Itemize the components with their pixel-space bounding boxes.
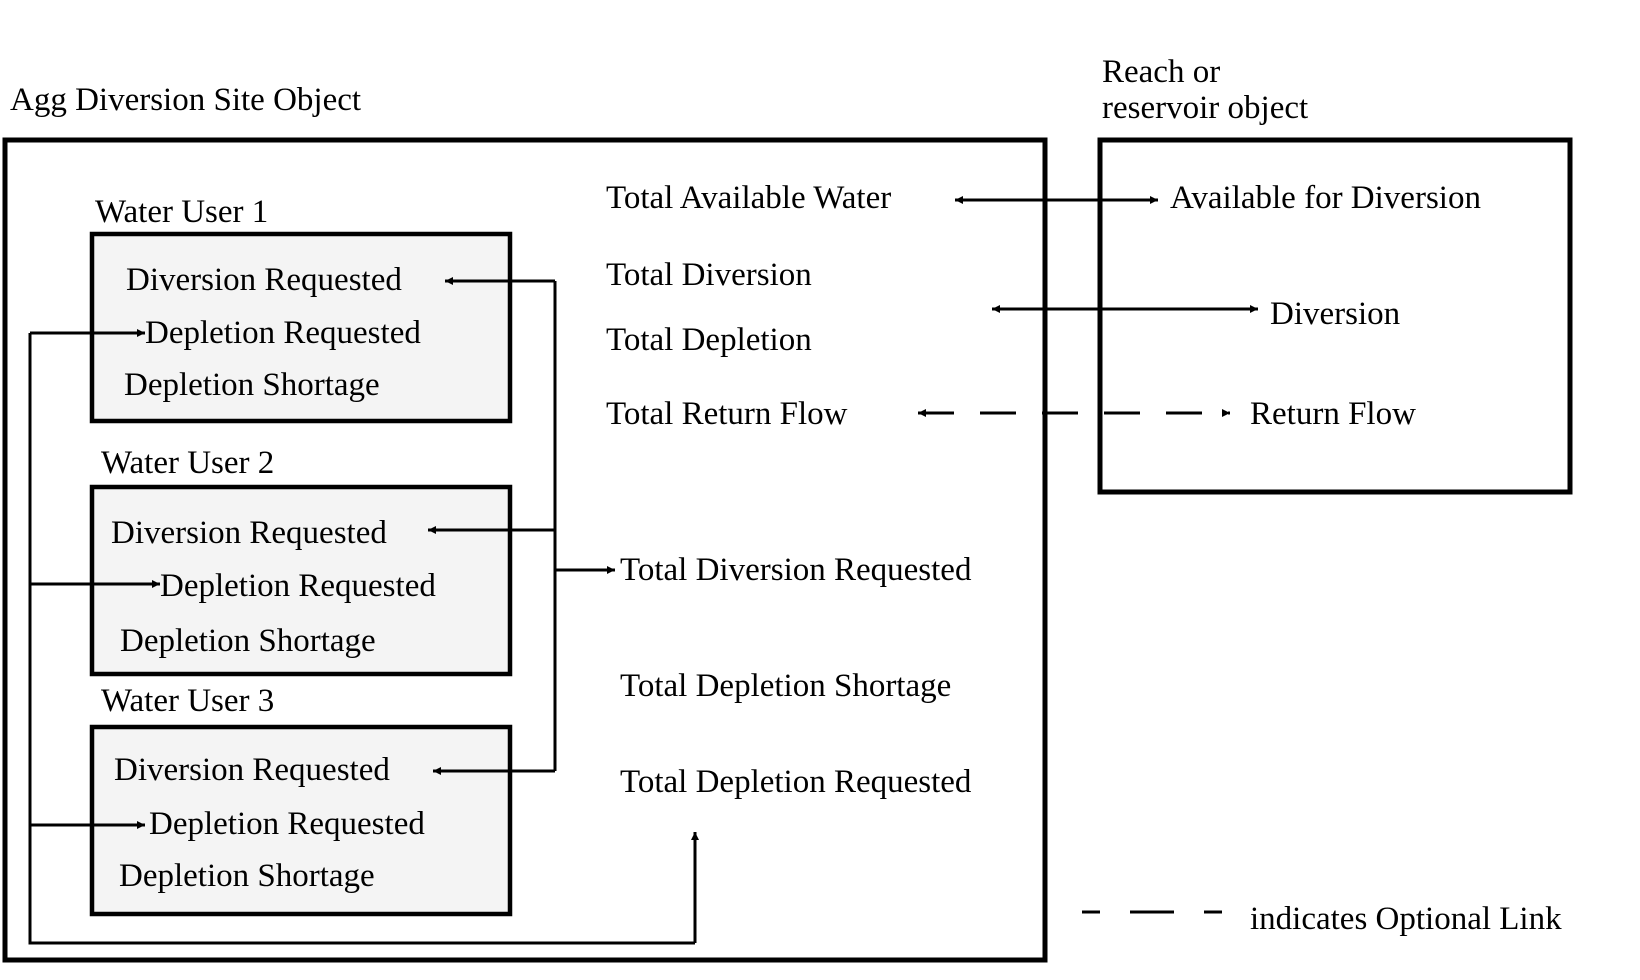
agg-object-title: Agg Diversion Site Object [10,82,361,118]
water-user-2-box [89,484,513,677]
user-3-depletion-shortage: Depletion Shortage [119,858,375,894]
user-2-depletion-requested: Depletion Requested [160,568,436,604]
total-depletion-requested: Total Depletion Requested [620,764,972,800]
user-3-diversion-requested: Diversion Requested [114,752,390,788]
water-user-3-title: Water User 3 [101,683,274,719]
legend-optional-link: indicates Optional Link [1250,901,1562,937]
user-1-diversion-requested: Diversion Requested [126,262,402,298]
water-user-3-box [89,724,513,917]
total-return-flow: Total Return Flow [606,396,848,432]
total-depletion-shortage: Total Depletion Shortage [620,668,951,704]
total-diversion: Total Diversion [606,257,812,293]
reach-return-flow: Return Flow [1250,396,1416,432]
user-2-depletion-shortage: Depletion Shortage [120,623,376,659]
user-1-depletion-shortage: Depletion Shortage [124,367,380,403]
available-for-diversion: Available for Diversion [1170,180,1481,216]
water-user-2-title: Water User 2 [101,445,274,481]
reach-object-box [1097,137,1573,495]
reach-object-title-line2: reservoir object [1102,90,1308,126]
water-user-1-title: Water User 1 [95,194,268,230]
total-depletion: Total Depletion [606,322,812,358]
total-available-water: Total Available Water [606,180,891,216]
user-1-depletion-requested: Depletion Requested [145,315,421,351]
total-diversion-requested: Total Diversion Requested [620,552,972,588]
reach-object-title-line1: Reach or [1102,54,1220,90]
user-2-diversion-requested: Diversion Requested [111,515,387,551]
agg-object-box [2,137,1048,963]
water-user-1-box [89,231,513,424]
user-3-depletion-requested: Depletion Requested [149,806,425,842]
depletion-requested-distribution [28,333,695,945]
reach-diversion: Diversion [1270,296,1400,332]
